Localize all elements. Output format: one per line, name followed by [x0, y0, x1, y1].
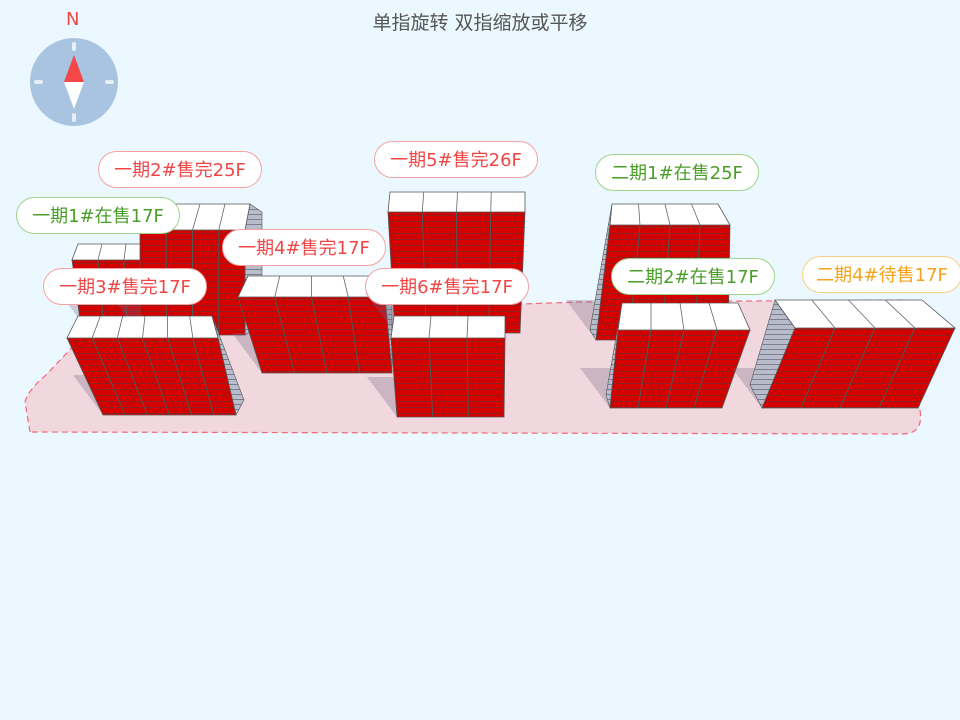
roof-divider	[342, 275, 349, 298]
building-label[interactable]: 一期5#售完26F	[374, 141, 538, 178]
roof-divider	[691, 203, 701, 226]
roof-divider	[664, 203, 671, 226]
building-label[interactable]: 一期3#售完17F	[43, 268, 207, 305]
building-label[interactable]: 二期2#在售17F	[611, 258, 775, 295]
unit-divider	[428, 337, 434, 418]
unit-divider	[693, 329, 718, 409]
unit-divider	[637, 329, 652, 409]
building-3[interactable]	[66, 315, 245, 416]
roof-divider	[708, 302, 718, 331]
roof-divider	[428, 315, 432, 339]
building-4[interactable]	[232, 275, 393, 374]
unit-divider	[311, 296, 328, 374]
roof-divider	[490, 191, 492, 213]
roof-divider	[638, 203, 641, 226]
building-8[interactable]	[580, 302, 751, 409]
roof-divider	[142, 315, 146, 339]
roof-divider	[116, 315, 124, 339]
roof-divider	[421, 191, 425, 213]
roof-divider	[848, 299, 876, 329]
building-9[interactable]	[732, 299, 957, 409]
roof-divider	[884, 299, 916, 329]
unit-divider	[116, 337, 148, 416]
unit-divider	[466, 337, 469, 418]
building-front-face	[761, 327, 956, 409]
roof-divider	[274, 275, 281, 298]
gesture-hint: 单指旋转 双指缩放或平移	[372, 12, 588, 34]
building-roof	[609, 203, 731, 226]
building-label[interactable]: 一期6#售完17F	[365, 268, 529, 305]
roof-divider	[192, 203, 201, 231]
unit-divider	[274, 296, 295, 374]
roof-divider	[218, 203, 226, 231]
roof-divider	[123, 243, 127, 261]
building-label[interactable]: 一期1#在售17F	[16, 197, 180, 234]
building-label[interactable]: 一期4#售完17F	[222, 229, 386, 266]
roof-divider	[811, 299, 836, 329]
building-roof	[390, 315, 506, 339]
building-label[interactable]: 二期4#待售17F	[802, 256, 960, 293]
unit-divider	[347, 296, 360, 374]
building-front-face	[390, 337, 506, 418]
unit-divider	[839, 327, 876, 409]
unit-divider	[167, 337, 193, 416]
unit-divider	[878, 327, 916, 409]
roof-divider	[456, 191, 458, 213]
building-roof	[617, 302, 751, 331]
north-label: N	[66, 9, 80, 30]
unit-divider	[91, 337, 126, 416]
roof-divider	[189, 315, 194, 339]
roof-divider	[91, 315, 101, 339]
roof-divider	[97, 243, 103, 261]
unit-divider	[192, 337, 215, 416]
building-6[interactable]	[367, 315, 506, 418]
building-front-face	[237, 296, 393, 374]
unit-divider	[800, 327, 836, 409]
building-5[interactable]	[365, 191, 526, 334]
building-roof	[71, 243, 151, 261]
building-label[interactable]: 二期1#在售25F	[595, 154, 759, 191]
unit-divider	[665, 329, 685, 409]
roof-divider	[466, 315, 469, 339]
building-label[interactable]: 一期2#售完25F	[98, 151, 262, 188]
roof-divider	[679, 302, 685, 331]
unit-divider	[142, 337, 170, 416]
compass-icon[interactable]	[30, 38, 118, 126]
building-roof	[774, 299, 957, 329]
